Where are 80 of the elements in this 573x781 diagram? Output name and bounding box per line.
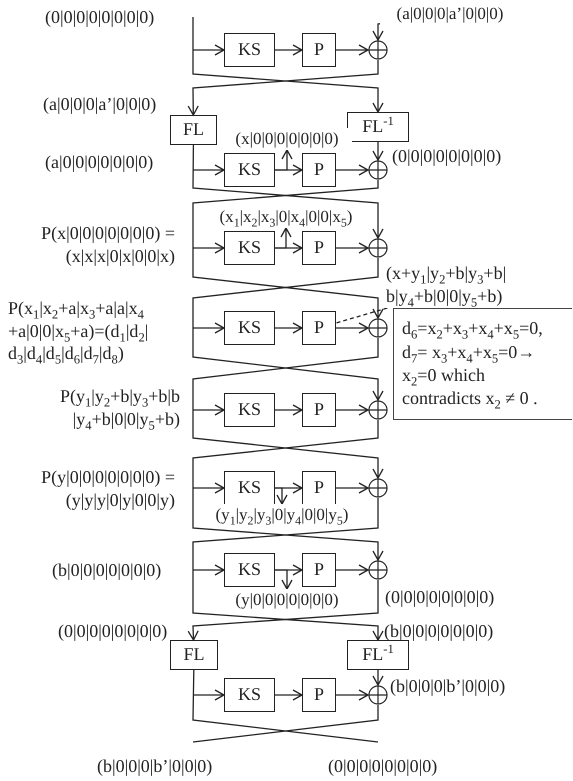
function-box: KS <box>224 33 275 67</box>
function-box: P <box>302 33 336 67</box>
xor-symbol <box>368 478 388 498</box>
arrow <box>192 145 384 239</box>
arrow <box>192 258 384 401</box>
arrow <box>336 242 369 254</box>
formula-label: (0|0|0|0|0|0|0|0) <box>385 586 494 608</box>
xor-symbol <box>368 238 388 258</box>
formula-label: P(y|0|0|0|0|0|0|0) =(y|y|y|0|y|0|0|y) <box>40 466 175 511</box>
note-box: d$_{6}$=x$_{2}$+x$_{3}$+x$_{4}$+x$_{5}$=0, d$_{7}$= x$_{3}$+x$_{4}$+x$_{5}$=0→ x$_{2}$=0 which contradicts x$_{2}$ ≠ 0 . <box>393 308 572 420</box>
formula-label: (0|0|0|0|0|0|0|0) <box>58 620 168 642</box>
arrow <box>192 338 384 479</box>
arrow <box>193 322 225 334</box>
formula-label: (b|0|0|0|0|0|0|0) <box>384 620 494 642</box>
arrow <box>336 44 369 56</box>
arrow <box>336 404 369 416</box>
formula-label: (0|0|0|0|0|0|0|0) <box>392 145 502 168</box>
formula-label: (a|0|0|0|a’|0|0|0) <box>43 93 156 116</box>
function-box: P <box>302 393 336 427</box>
function-box: P <box>302 153 336 187</box>
arrow <box>193 44 225 56</box>
xor-symbol <box>368 160 388 180</box>
arrow <box>275 569 293 590</box>
arrow <box>275 149 293 171</box>
line <box>192 705 379 743</box>
function-box: KS <box>224 553 275 587</box>
function-box: KS <box>224 678 275 712</box>
arrow <box>275 487 288 505</box>
function-box: KS <box>224 231 275 265</box>
formula-label: (0|0|0|0|0|0|0|0) <box>328 755 438 778</box>
formula-label: P(y$_{1}$|y$_{2}$+b|y$_{3}$+b|b |y$_{4}$+b|0|0|y$_{5}$+b) <box>58 385 180 430</box>
arrow <box>336 689 369 701</box>
arrow <box>193 242 225 254</box>
formula-label: (b|0|0|0|b’|0|0|0) <box>390 675 506 698</box>
arrow <box>336 482 369 494</box>
formula-label: (0|0|0|0|0|0|0|0) <box>45 6 154 28</box>
arrow <box>192 180 384 319</box>
formula-label: (b|0|0|0|b’|0|0|0) <box>97 755 212 778</box>
arrow <box>192 498 384 641</box>
function-box: P <box>302 553 336 587</box>
function-box: FL <box>170 640 218 670</box>
xor-symbol <box>368 40 388 60</box>
arrow <box>193 164 225 176</box>
formula-label: P(x|0|0|0|0|0|0|0) =(x|x|x|0|x|0|0|x) <box>40 222 175 267</box>
formula-label: (a|0|0|0|0|0|0|0) <box>45 151 154 174</box>
arrow <box>336 322 369 334</box>
arrow <box>275 404 303 416</box>
arrow <box>192 420 384 561</box>
function-box: P <box>302 311 336 345</box>
arrow <box>372 670 384 686</box>
arrow <box>275 227 292 249</box>
line <box>192 670 378 743</box>
function-box: KS <box>224 153 275 187</box>
leader-line <box>336 307 388 324</box>
arrow <box>193 564 225 576</box>
arrow <box>193 404 225 416</box>
function-box: KS <box>224 311 275 345</box>
xor-symbol <box>368 318 388 338</box>
function-box: P <box>302 231 336 265</box>
arrow <box>275 44 303 56</box>
function-box: FL <box>170 115 217 145</box>
arrow <box>188 580 379 641</box>
arrow <box>336 564 369 576</box>
xor-symbol <box>368 685 388 705</box>
arrow <box>275 689 303 701</box>
arrow <box>193 482 225 494</box>
arrow <box>193 689 225 701</box>
arrow <box>188 60 379 116</box>
arrow <box>192 17 384 113</box>
function-box: P <box>302 678 336 712</box>
function-box: FL$^{-1}$ <box>347 640 409 670</box>
arrow <box>372 142 384 161</box>
formula-label: (b|0|0|0|0|0|0|0) <box>52 559 162 582</box>
arrow <box>372 23 384 41</box>
xor-symbol <box>368 400 388 420</box>
xor-symbol <box>368 560 388 580</box>
arrow <box>336 164 369 176</box>
arrow <box>275 322 303 334</box>
formula-label: P(x$_{1}$|x$_{2}$+a|x$_{3}$+a|a|x$_{4}$ +a|0|0|x$_{5}$+a)=(d$_{1}$|d$_{2}$| d$_{3}$|d$_{4}$|d$_{5}$|d$_{6}$|d$_{7}$|d$_{8}$) <box>8 297 150 364</box>
function-box: KS <box>224 393 275 427</box>
